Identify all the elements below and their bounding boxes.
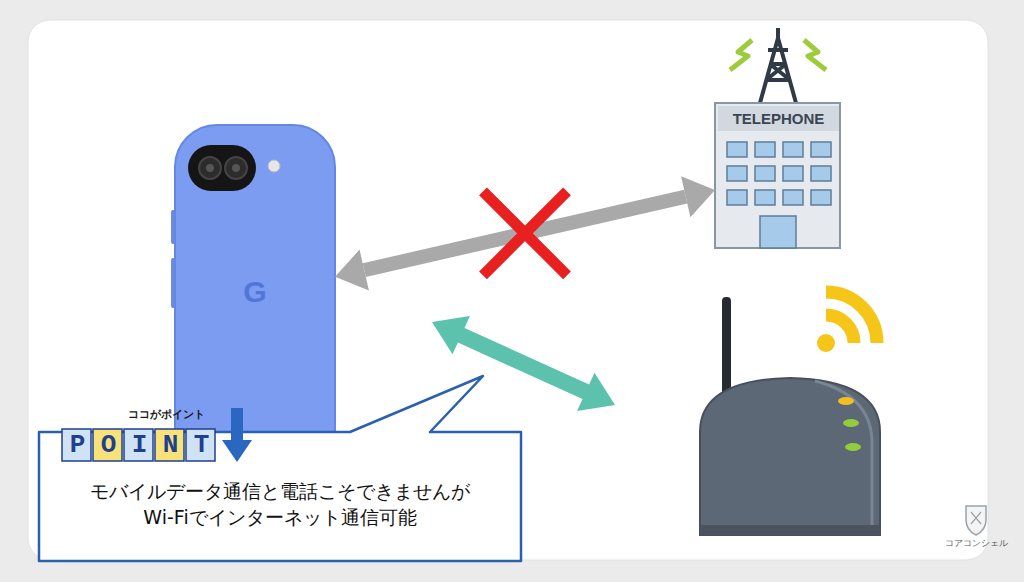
- window: [727, 166, 747, 181]
- telephone-building: TELEPHONE: [715, 103, 842, 248]
- arrow-head: [681, 176, 715, 217]
- building-body: [715, 103, 840, 248]
- window: [783, 142, 803, 157]
- status-light: [843, 419, 859, 427]
- camera-lens: [225, 157, 247, 179]
- wifi-router: [700, 292, 880, 535]
- badge-caption: ココがポイント: [128, 407, 205, 422]
- router-panel: [815, 381, 872, 535]
- down-arrow: [222, 408, 252, 462]
- status-light: [838, 397, 854, 405]
- logo-shield: [966, 506, 986, 535]
- window: [727, 190, 747, 205]
- tower-tip: [776, 28, 780, 40]
- window: [727, 142, 747, 157]
- window: [811, 190, 831, 205]
- router-base: [700, 525, 880, 535]
- window: [811, 166, 831, 181]
- lightning: [804, 40, 826, 70]
- window: [755, 166, 775, 181]
- phone-logo: G: [175, 275, 335, 309]
- wifi-arc: [826, 315, 854, 343]
- logo-mark: [971, 512, 981, 524]
- callout-outline: [38, 375, 522, 562]
- callout-box: モバイルデータ通信と電話こそできませんが Wi-Fiでインターネット通信可能: [38, 375, 522, 562]
- camera-lens: [199, 157, 221, 179]
- building-sign: TELEPHONE: [718, 106, 839, 131]
- red-cross: [483, 191, 567, 275]
- status-light: [845, 443, 861, 451]
- wifi-dot: [817, 334, 835, 352]
- window: [811, 142, 831, 157]
- windows: [727, 142, 831, 248]
- callout-shape: [39, 376, 521, 561]
- window: [755, 142, 775, 157]
- camera-bar: [188, 145, 256, 191]
- double-arrow: [335, 176, 715, 290]
- telephone-building: [715, 28, 840, 248]
- lens-center: [232, 164, 240, 172]
- door: [760, 216, 796, 248]
- wifi-arc: [826, 292, 877, 343]
- logo-text: コアコンシェル: [942, 537, 1010, 550]
- arrow-head: [335, 250, 369, 291]
- white-panel: [28, 20, 988, 560]
- window: [783, 166, 803, 181]
- window: [755, 190, 775, 205]
- flash: [268, 160, 280, 172]
- lens-center: [206, 164, 214, 172]
- window: [783, 190, 803, 205]
- callout-text: モバイルデータ通信と電話こそできませんが Wi-Fiでインターネット通信可能: [80, 479, 480, 530]
- radio-tower: [760, 38, 796, 103]
- router-body: [700, 378, 880, 535]
- lightning: [730, 40, 752, 70]
- point-badge-text: POINT: [62, 428, 225, 462]
